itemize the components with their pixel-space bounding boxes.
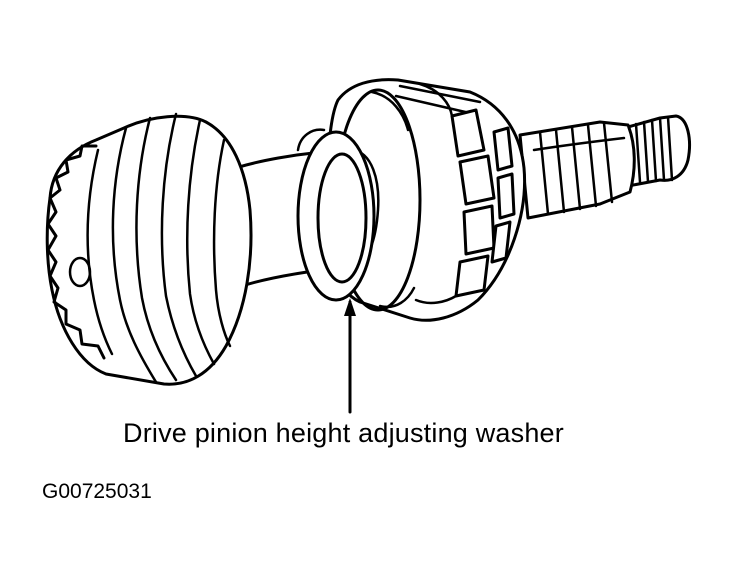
callout-leader (344, 298, 356, 414)
adjusting-washer (296, 128, 376, 302)
figure-code: G00725031 (42, 480, 152, 503)
pinion-gear-head (45, 112, 253, 386)
threaded-shaft-end (626, 114, 691, 188)
splined-shaft (518, 120, 636, 220)
washer-callout-label: Drive pinion height adjusting washer (123, 418, 564, 448)
